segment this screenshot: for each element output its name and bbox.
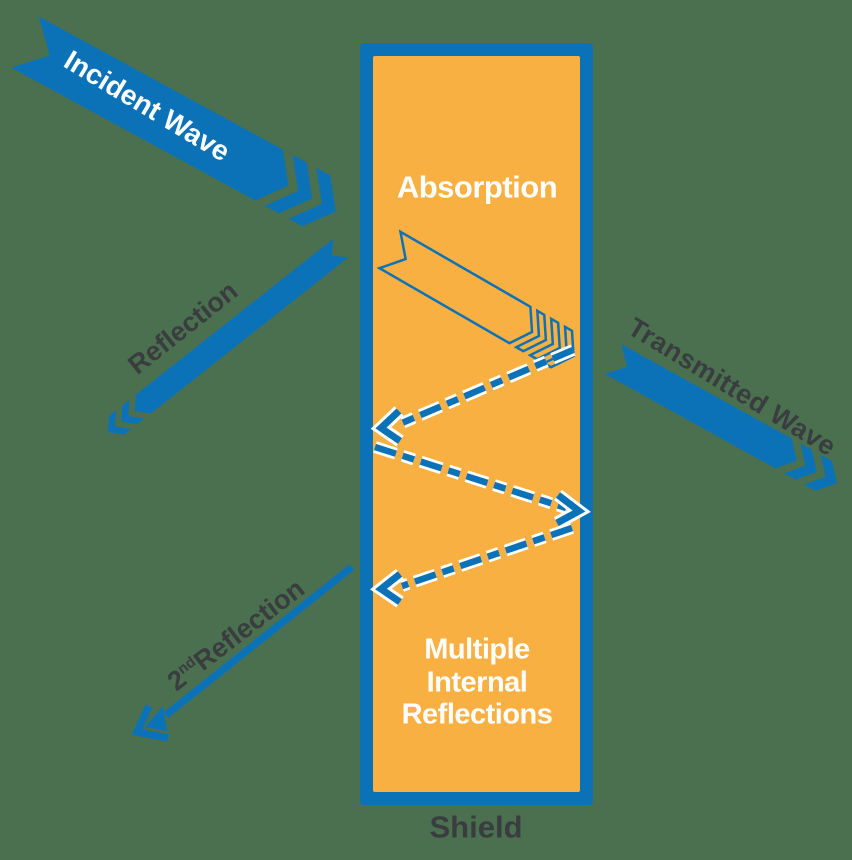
transmitted-wave-chevron-2 [804, 454, 837, 491]
multiple-internal-line-1: Multiple [424, 633, 530, 666]
incident-wave-chevron-1 [264, 154, 313, 214]
transmitted-wave-arrow-body [604, 344, 797, 469]
absorption-chevron-1 [513, 308, 548, 353]
zigzag-segment-3 [400, 524, 574, 590]
reflection-chevron-2 [107, 410, 132, 435]
zigzag-segment-1 [400, 347, 575, 426]
transmitted-wave-arrow-icon [604, 344, 837, 491]
zigzag-arrowhead-3 [375, 571, 403, 605]
second-reflection-line [163, 564, 355, 718]
second-reflection-tip [145, 706, 167, 731]
reflection-chevron-1 [121, 399, 145, 425]
shield-body [373, 56, 580, 792]
incident-wave-arrow-body [11, 16, 289, 201]
multiple-internal-reflections-label: Multiple Internal Reflections [402, 633, 553, 731]
absorption-arrow-body [376, 229, 534, 345]
second-reflection-arrow-icon [131, 564, 355, 742]
transmitted-wave-chevron-1 [784, 443, 817, 480]
zigzag-arrowhead-1 [375, 408, 402, 444]
zigzag-segment-2 [374, 443, 567, 512]
internal-reflections-zigzag [370, 344, 591, 608]
incident-wave-arrow-icon [11, 16, 336, 227]
multiple-internal-line-2: Internal [426, 665, 528, 698]
shield [360, 43, 593, 805]
reflection-arrow-body [134, 238, 349, 414]
shield-label: Shield [429, 809, 523, 845]
reflection-arrow-icon [107, 238, 349, 435]
multiple-internal-line-3: Reflections [401, 698, 553, 731]
absorption-label: Absorption [396, 169, 558, 205]
zigzag-arrowhead-2 [555, 492, 586, 527]
second-reflection-arrowhead [131, 704, 169, 742]
incident-wave-chevron-2 [288, 167, 336, 227]
